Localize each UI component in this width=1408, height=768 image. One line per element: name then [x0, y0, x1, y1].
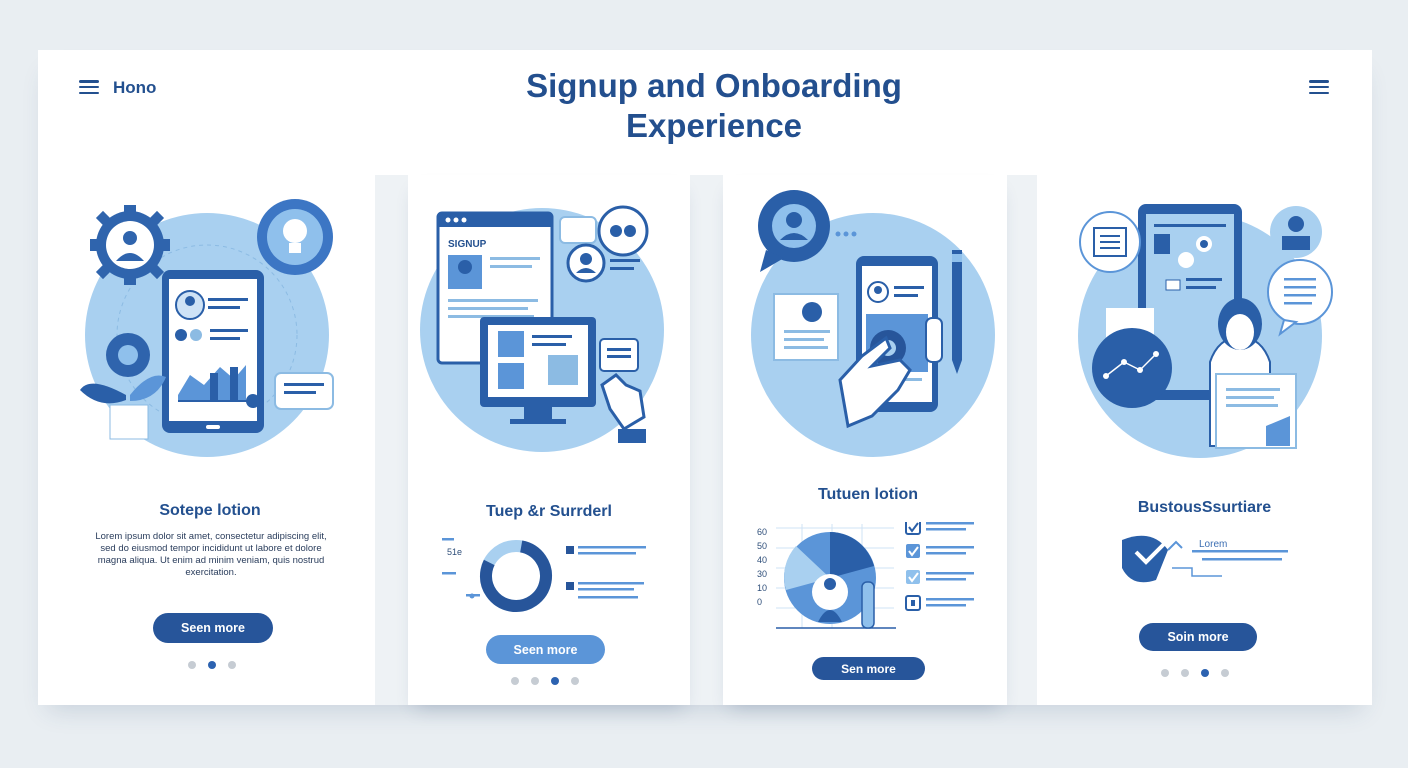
page-title: Signup and Onboarding Experience — [440, 66, 988, 146]
card-1-see-more-button[interactable]: Seen more — [153, 613, 273, 643]
panel-separator — [1007, 175, 1037, 705]
progress-chart-with-checklist — [776, 522, 974, 629]
card-2-title: Tuep &r Surrderl — [486, 503, 612, 520]
y-axis-tick: 50 — [757, 541, 768, 551]
pointing-hand-icon — [838, 317, 943, 429]
card-1-description-line: magna aliqua. Ut enim ad minim veniam, q… — [97, 555, 325, 566]
card-4-see-more-button[interactable]: Soin more — [1139, 623, 1257, 651]
chart-y-axis: 60 50 40 30 10 0 — [757, 525, 767, 609]
network-graph-icon — [1092, 308, 1172, 408]
card-4-title: BustousSsurtiare — [1137, 499, 1272, 516]
menu-icon-right[interactable] — [1309, 80, 1329, 94]
pencil-icon — [952, 250, 962, 374]
page-title-line1: Signup and Onboarding — [526, 67, 902, 104]
menu-icon-left[interactable] — [79, 80, 99, 94]
card-2-see-more-button[interactable]: Seen more — [486, 635, 605, 664]
page-title-line2: Experience — [625, 107, 803, 144]
card-1-title: Sotepe lotion — [159, 502, 261, 519]
pagination-dot-active[interactable] — [208, 661, 216, 669]
document-bubble-icon — [1079, 211, 1141, 273]
profile-setup-illustration — [80, 199, 334, 457]
monitor-icon — [480, 317, 596, 424]
user-avatar-icon — [566, 243, 640, 283]
card-1-pagination — [188, 661, 236, 669]
card-1-description-line: Lorem ipsum dolor sit amet, consectetur … — [95, 531, 327, 542]
card-3-title: Tutuen lotion — [817, 486, 919, 503]
pagination-dot[interactable] — [1161, 669, 1169, 677]
pagination-dot[interactable] — [1221, 669, 1229, 677]
document-icon — [773, 293, 839, 361]
y-axis-tick: 10 — [757, 583, 768, 593]
card-3-see-more-button[interactable]: Sen more — [812, 657, 925, 680]
card-1-description-line: exercitation. — [185, 567, 237, 578]
tutorial-illustration — [751, 190, 995, 457]
chat-avatar-icon — [559, 205, 649, 257]
chart-legend-label: 51e — [447, 547, 463, 557]
pagination-dot[interactable] — [1181, 669, 1189, 677]
y-axis-tick: 30 — [757, 569, 768, 579]
signup-screen-label: SIGNUP — [448, 239, 487, 250]
speech-bubble-avatar-icon — [758, 190, 857, 272]
pagination-dot[interactable] — [531, 677, 539, 685]
card-2-pagination — [511, 677, 579, 685]
tablet-icon — [162, 270, 264, 433]
chat-bubble-icon — [1267, 259, 1333, 337]
pagination-dot[interactable] — [228, 661, 236, 669]
card-1-description: Lorem ipsum dolor sit amet, consectetur … — [68, 531, 354, 579]
chat-bubble-icon — [246, 372, 334, 410]
user-avatar-icon — [1270, 206, 1322, 258]
business-setup-illustration — [1078, 204, 1333, 458]
panel-separator — [690, 175, 723, 705]
pointer-hand-icon — [599, 338, 646, 443]
business-person-icon — [1209, 298, 1297, 449]
pagination-dot[interactable] — [188, 661, 196, 669]
card-1-description-line: sed do eiusmod tempor incididunt ut labo… — [100, 543, 322, 554]
plant-icon — [80, 375, 166, 440]
card-4-pagination — [1161, 669, 1229, 677]
gear-icon — [90, 205, 170, 285]
progress-donut-chart — [442, 538, 646, 612]
callout-label: Lorem — [1199, 539, 1228, 550]
y-axis-tick: 40 — [757, 555, 768, 565]
signup-illustration: SIGNUP — [420, 205, 664, 452]
lightbulb-icon — [257, 199, 333, 275]
y-axis-tick: 60 — [757, 527, 768, 537]
pagination-dot-active[interactable] — [551, 677, 559, 685]
success-shield-graphic — [1122, 535, 1288, 583]
brand-name: Hono — [113, 78, 157, 97]
checklist — [905, 522, 974, 611]
y-axis-tick: 0 — [757, 597, 763, 607]
pagination-dot[interactable] — [571, 677, 579, 685]
pagination-dot[interactable] — [511, 677, 519, 685]
pagination-dot-active[interactable] — [1201, 669, 1209, 677]
panel-separator — [375, 175, 408, 705]
settings-gear-icon — [106, 333, 150, 377]
